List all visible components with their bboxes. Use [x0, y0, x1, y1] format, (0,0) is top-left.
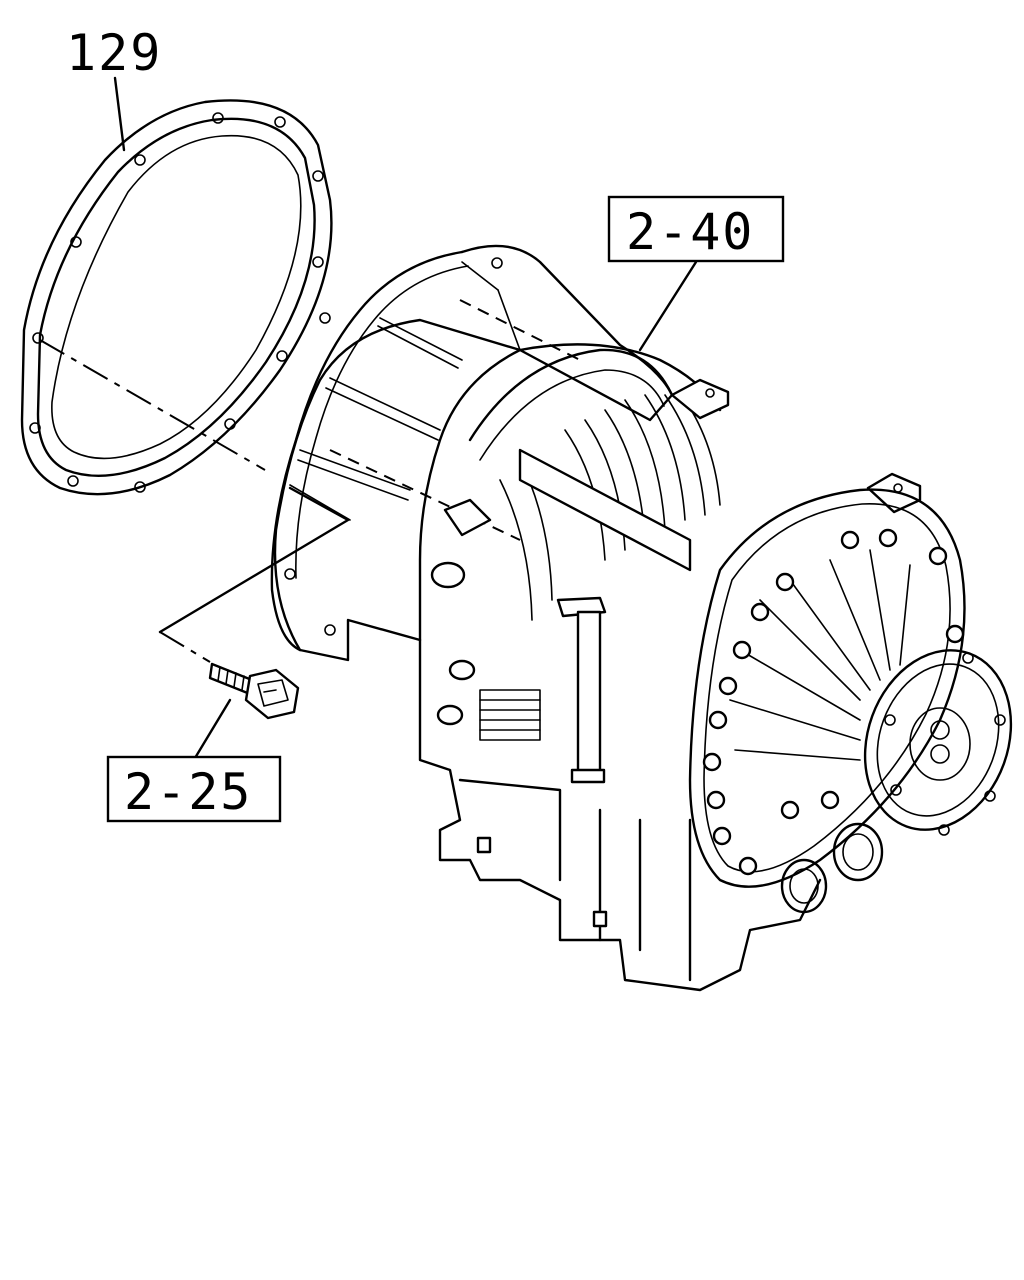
callout-129: 129 — [66, 24, 162, 82]
bolt-alignment-line — [159, 631, 211, 663]
callout-box-2-25 — [106, 755, 282, 823]
bolt-insertion-path — [158, 486, 350, 634]
alignment-centerline — [39, 339, 266, 471]
flange-bolt — [208, 662, 300, 720]
callout-2-25: 2-25 — [124, 763, 252, 821]
callout-box-2-40 — [607, 195, 785, 263]
callout-2-40: 2-40 — [626, 203, 754, 261]
bolt-leader — [193, 698, 232, 760]
gasket-ring — [20, 99, 333, 496]
transmission-leader — [638, 260, 698, 352]
gasket-leader — [113, 76, 126, 152]
transmission-assembly — [270, 244, 1013, 992]
